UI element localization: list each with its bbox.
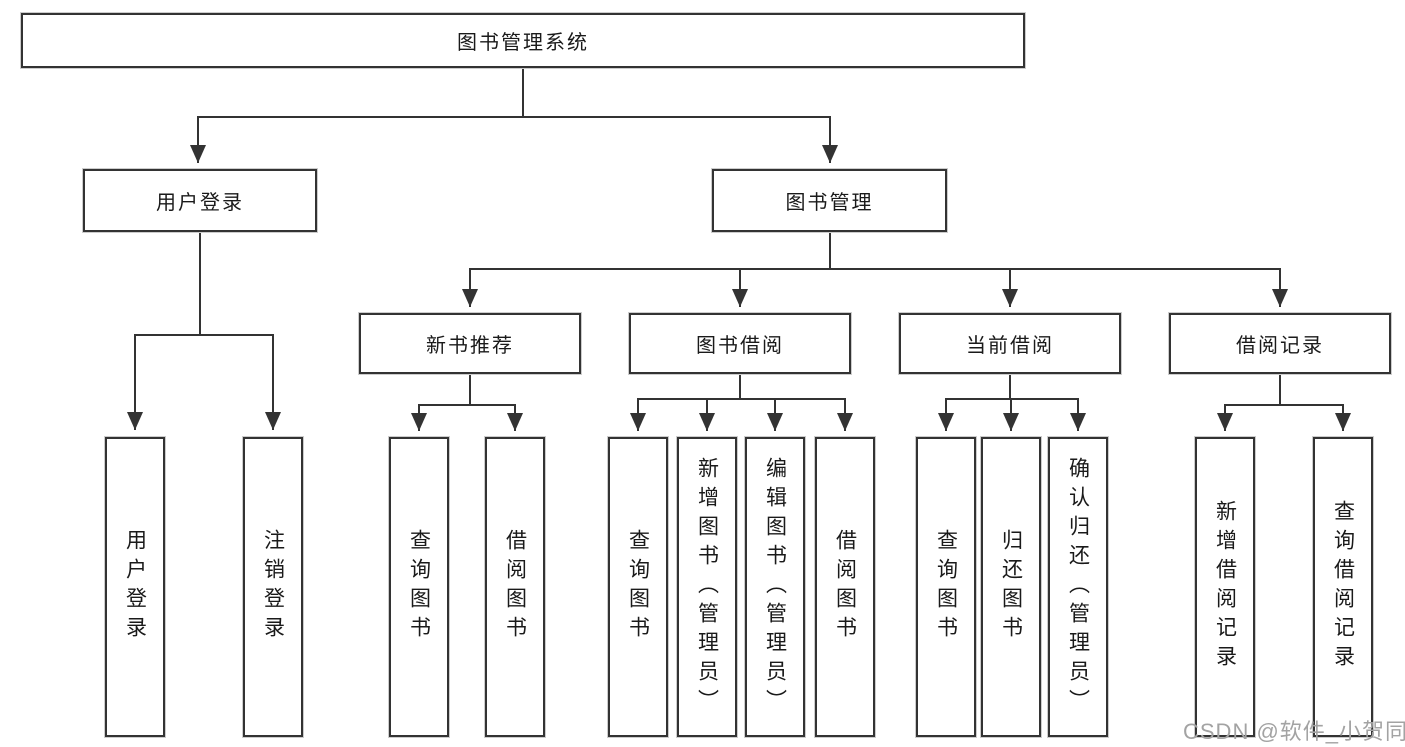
leaf-user-login: 用户登录	[105, 437, 165, 737]
node-user-login: 用户登录	[83, 169, 317, 232]
leaf-borrow-books-recommend: 借阅图书	[485, 437, 545, 737]
leaf-query-borrow-record: 查询借阅记录	[1313, 437, 1373, 737]
leaf-add-borrow-record: 新增借阅记录	[1195, 437, 1255, 737]
leaf-query-books-current: 查询图书	[916, 437, 976, 737]
node-current-borrowing: 当前借阅	[899, 313, 1121, 374]
leaf-edit-book-admin: 编辑图书（管理员）	[745, 437, 805, 737]
leaf-query-books-recommend: 查询图书	[389, 437, 449, 737]
node-borrowing-records: 借阅记录	[1169, 313, 1391, 374]
leaf-logout: 注销登录	[243, 437, 303, 737]
node-new-book-recommend: 新书推荐	[359, 313, 581, 374]
node-book-borrowing: 图书借阅	[629, 313, 851, 374]
watermark: CSDN @软件_小贺同学	[1183, 719, 1405, 744]
leaf-borrow-books: 借阅图书	[815, 437, 875, 737]
leaf-query-books-borrowing: 查询图书	[608, 437, 668, 737]
leaf-add-book-admin: 新增图书（管理员）	[677, 437, 737, 737]
leaf-confirm-return-admin: 确认归还（管理员）	[1048, 437, 1108, 737]
leaf-return-books: 归还图书	[981, 437, 1041, 737]
node-book-management: 图书管理	[712, 169, 947, 232]
node-library-management-system: 图书管理系统	[21, 13, 1025, 68]
